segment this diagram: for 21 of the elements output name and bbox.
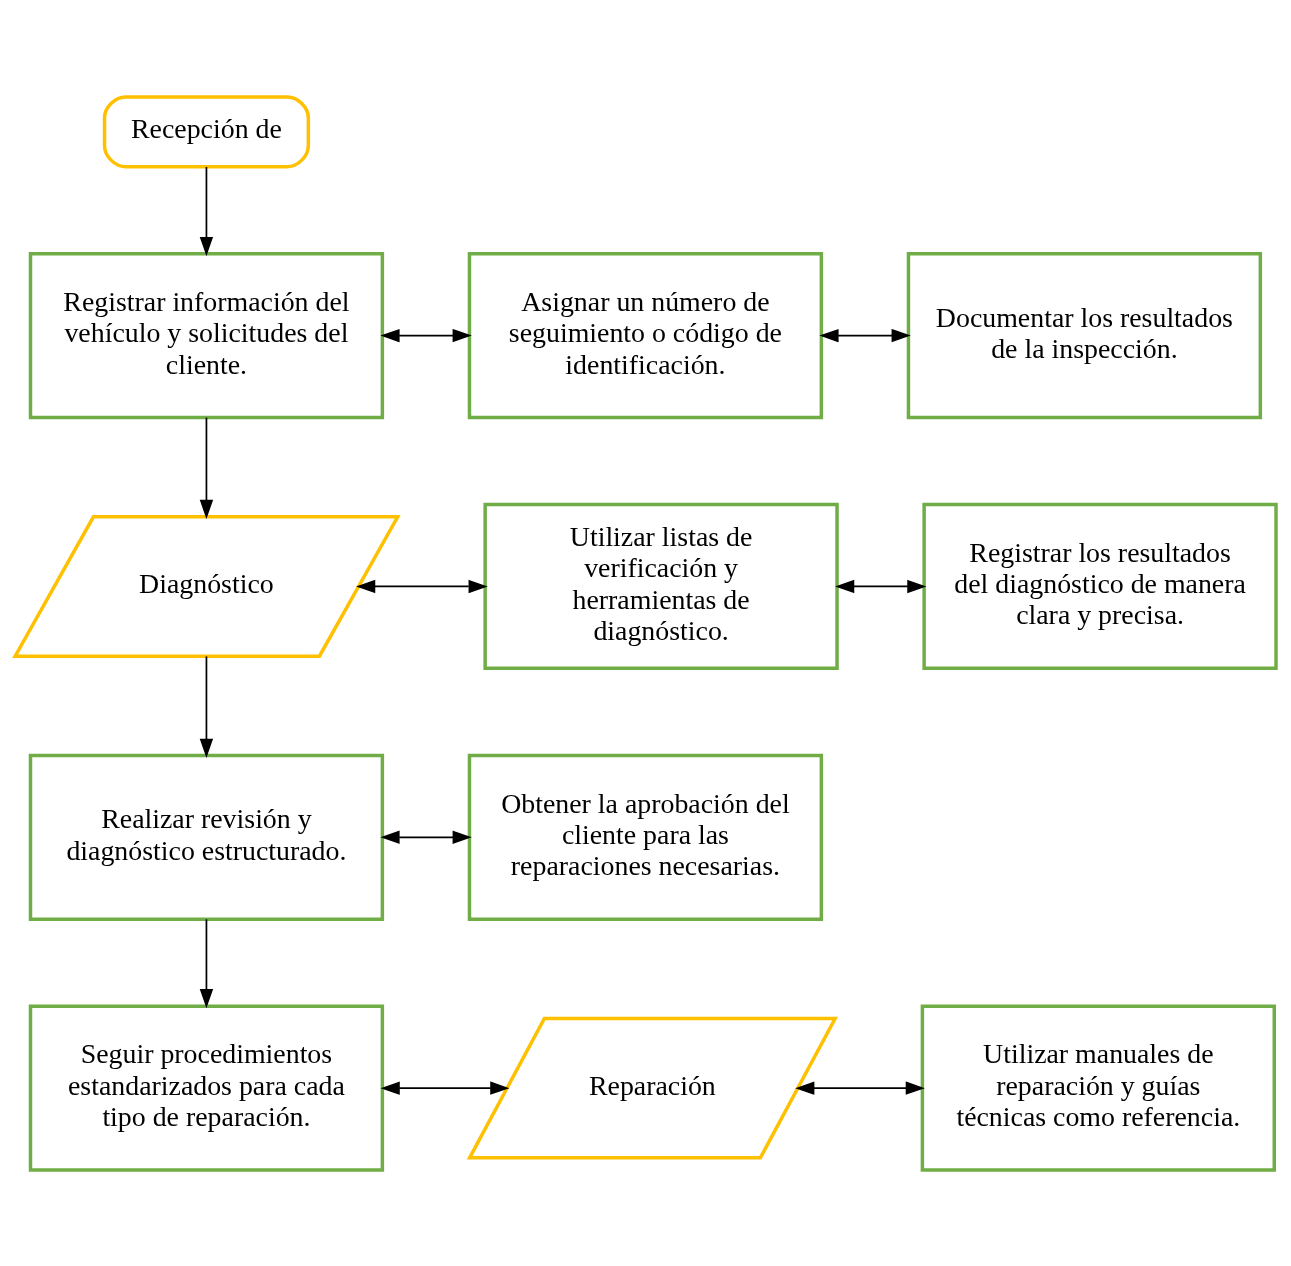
arrow [795,1080,925,1095]
node-box: Recepción de [102,94,311,168]
arrow [819,328,911,342]
node-box: Asignar un número de seguimiento o código de identificación. [467,251,824,419]
arrow [380,1080,510,1095]
node-box: Realizar revisión y diagnóstico estructurado. [28,753,385,921]
arrow [835,579,927,593]
arrow [199,416,214,519]
arrow [199,655,214,758]
arrow [199,918,214,1008]
arrow [380,328,472,342]
node-box: Documentar los resultados de la inspección. [906,251,1263,419]
arrow [356,579,488,593]
node-box: Registrar los resultados del diagnóstico de manera clara y precisa. [922,502,1278,670]
node-box: Utilizar listas de verificación y herramientas de diagnóstico. [483,502,839,670]
node-box: Seguir procedimientos estandarizados para cada tipo de reparación. [28,1004,385,1172]
node-box: Registrar información del vehículo y solicitudes del cliente. [28,251,385,419]
arrow [380,830,472,844]
node-box: Utilizar manuales de reparación y guías técnicas como referencia. [920,1004,1276,1172]
node-box: Obtener la aprobación del cliente para las reparaciones necesarias. [467,753,824,921]
arrow [199,165,214,256]
